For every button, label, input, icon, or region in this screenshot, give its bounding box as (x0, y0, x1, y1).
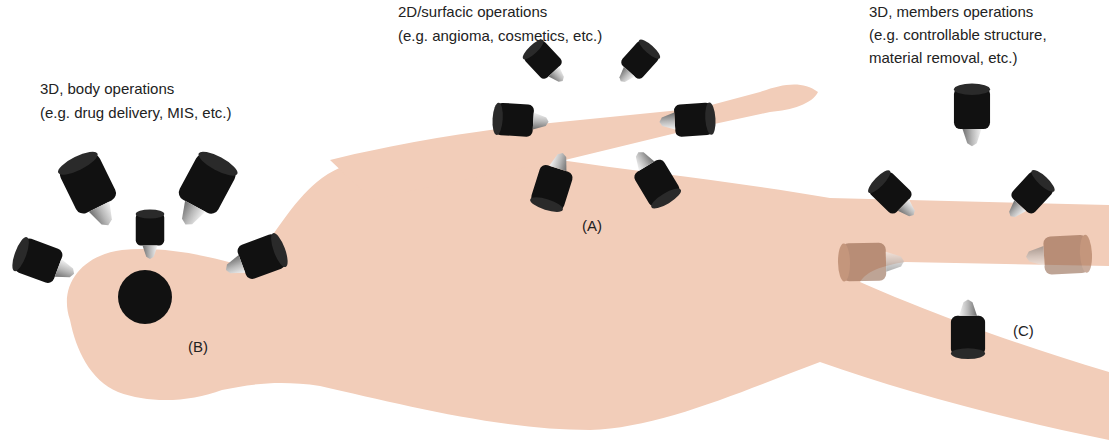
magnet (492, 102, 550, 138)
magnet-tip (886, 251, 904, 271)
magnet-tip (631, 148, 655, 171)
magnet-end (55, 147, 100, 179)
magnet-end (268, 231, 291, 269)
operation-caption: (e.g. angioma, cosmetics, etc.) (398, 27, 602, 45)
magnet (136, 210, 165, 260)
arm (330, 84, 818, 200)
magnet (611, 37, 663, 91)
magnet-end (865, 167, 893, 196)
magnet-tip (55, 259, 78, 283)
magnet-tip (659, 112, 675, 130)
magnet-array (9, 37, 1093, 359)
magnet (951, 300, 985, 359)
magnet (658, 102, 716, 138)
magnet (1025, 235, 1093, 276)
magnet-end (704, 102, 716, 135)
magnet-tip (898, 199, 919, 221)
magnet-end (1029, 167, 1058, 195)
operation-caption: 3D, body operations (40, 80, 174, 98)
magnet-tip (959, 300, 977, 316)
magnet-tip (615, 67, 634, 86)
magnet-tip (89, 202, 119, 231)
magnet-tip (1026, 246, 1045, 267)
magnet-end (838, 243, 851, 281)
operation-caption: (e.g. drug delivery, MIS, etc.) (40, 104, 231, 122)
trunk (67, 149, 1109, 440)
magnet (838, 242, 905, 281)
magnet-tip (143, 246, 158, 260)
magnet (520, 37, 572, 90)
body-silhouette (67, 84, 1109, 440)
magnet (166, 147, 240, 235)
magnet (954, 84, 990, 147)
target-head (118, 270, 172, 324)
operation-caption: 3D, members operations (869, 3, 1033, 21)
magnet (865, 167, 924, 226)
magnet (999, 167, 1057, 226)
magnet-end (954, 84, 990, 95)
magnet (55, 147, 128, 234)
magnet (9, 235, 80, 291)
magnet (220, 231, 291, 287)
magnet-end (649, 185, 684, 212)
magnet-end (636, 37, 662, 62)
magnet-tip (223, 255, 246, 279)
magnet-tip (963, 129, 982, 146)
operation-caption: (e.g. controllable structure, (869, 26, 1047, 44)
magnet-end (951, 348, 985, 359)
magnet-tip (175, 201, 205, 230)
magnet-end (492, 102, 504, 135)
magnet-end (1079, 235, 1093, 274)
magnet (529, 148, 579, 215)
panel-letter: (A) (582, 217, 602, 235)
panel-letter: (B) (188, 338, 208, 356)
magnet-end (136, 210, 165, 219)
operation-caption: material removal, etc.) (869, 49, 1017, 67)
magnet-tip (549, 67, 568, 86)
panel-letter: (C) (1013, 322, 1034, 340)
magnet-end (529, 194, 565, 215)
operation-caption: 2D/surfacic operations (398, 3, 547, 21)
magnet-tip (1005, 200, 1027, 221)
magnet-tip (533, 112, 549, 130)
magnet-end (9, 235, 32, 273)
magnet-tip (549, 150, 571, 171)
magnet-end (196, 147, 241, 180)
magnet (624, 143, 684, 212)
